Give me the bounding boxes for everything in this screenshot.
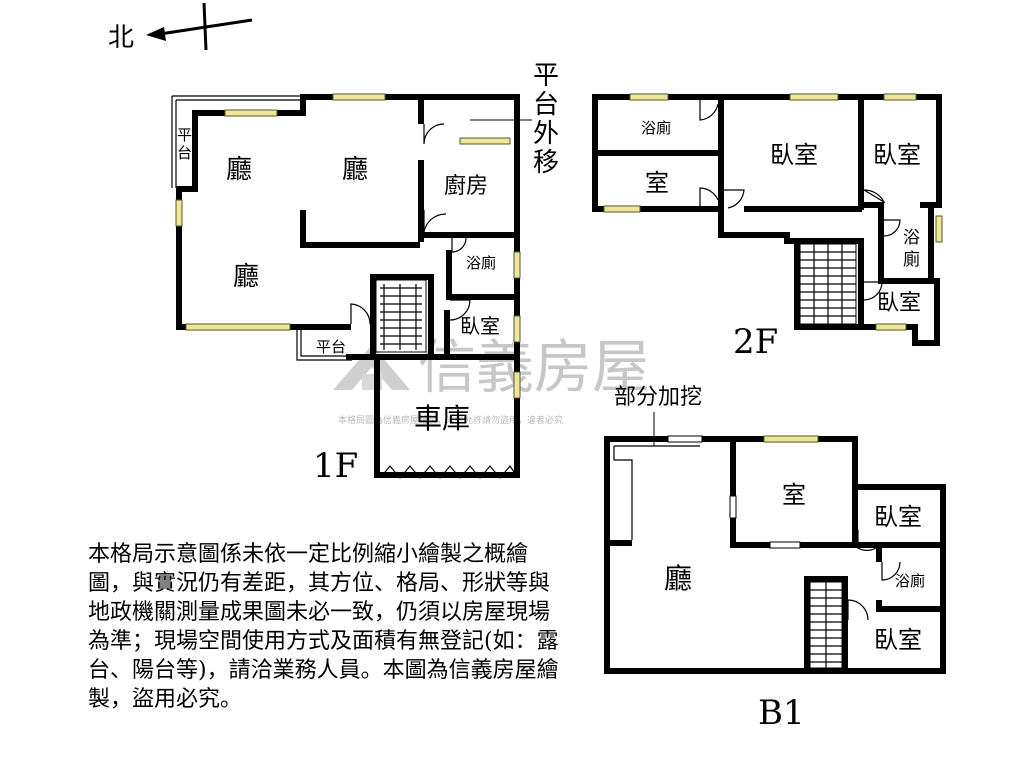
watermark-brand: 信義房屋	[418, 333, 650, 401]
annotation-platform-moved-char: 台	[533, 90, 559, 120]
door-kitchen	[423, 123, 445, 145]
room-living-nw: 廳	[226, 155, 252, 185]
room-2f-bedroom-center: 臥室	[770, 141, 818, 169]
door-platform-south	[350, 303, 371, 325]
north-label: 北	[108, 23, 134, 53]
annotation-platform-moved-char: 外	[533, 119, 559, 149]
window-1f-bed	[513, 315, 521, 343]
door-b1-bath	[881, 561, 901, 581]
door-2f-bath-e	[883, 219, 901, 237]
room-living-main: 廳	[233, 262, 259, 292]
door-b1-bedroom-ne	[857, 530, 877, 552]
window-2f-n2	[789, 93, 839, 101]
garage-folding-door	[379, 464, 515, 479]
window-2f-e	[935, 215, 943, 243]
window-2f-s1	[603, 205, 641, 213]
b1-door-room-top-s	[769, 541, 801, 549]
room-living-ne: 廳	[342, 155, 368, 185]
window-b1-n	[763, 435, 819, 443]
door-2f-bedroom-ne	[863, 189, 886, 204]
platform-west-label-char: 台	[177, 144, 192, 162]
north-arrow: 北	[108, 2, 253, 53]
room-2f-bedroom-ne: 臥室	[873, 141, 921, 169]
window-1f-w	[175, 199, 183, 227]
room-b1-room-top: 室	[782, 481, 806, 509]
window-1f-kitchen	[459, 137, 511, 145]
room-bedroom-1f: 臥室	[460, 314, 500, 338]
b1-sliding-panel	[667, 435, 703, 443]
window-1f-bath	[513, 251, 521, 279]
door-b1-bedroom-se	[847, 599, 869, 621]
stair-1f	[375, 279, 427, 353]
platform-south-label: 平台	[316, 338, 346, 356]
platform-west-label: 平台	[177, 126, 192, 162]
annotation-platform-moved-char: 平	[533, 61, 559, 91]
disclaimer-text: 本格局示意圖係未依一定比例縮小繪製之概繪圖，與實況仍有差距，其方位、格局、形狀等…	[88, 542, 559, 712]
window-2f-n3	[883, 93, 917, 101]
watermark: 信義房屋 本格局圖為信義房屋繪製，未經允許請勿盜用，違者必究	[333, 333, 650, 426]
door-bedroom-1f	[449, 299, 471, 321]
door-2f-bedroom-center	[724, 189, 745, 209]
room-bath-2f-e-char: 廁	[903, 249, 920, 270]
room-garage: 車庫	[414, 402, 470, 435]
room-b1-bedroom-ne: 臥室	[874, 503, 922, 531]
b1-excavation-outline	[613, 445, 700, 540]
door-2f-bath-nw	[699, 100, 719, 121]
floor-1f: 廳 廳 廳 廚房 浴廁 臥室 車庫 平台 1F	[171, 93, 532, 486]
window-2f-s2	[875, 323, 907, 331]
floor-1f-label: 1F	[313, 446, 358, 486]
window-1f-garage	[513, 371, 521, 399]
room-bath-1f: 浴廁	[466, 254, 496, 272]
platform-west-label-char: 平	[177, 126, 192, 144]
floor-2f: 浴廁 室 臥室 臥室 臥室 2F	[592, 93, 943, 362]
floor-b1-label: B1	[758, 693, 805, 733]
window-1f-s	[185, 323, 291, 331]
room-2f-bath-nw: 浴廁	[641, 119, 671, 137]
door-kitchen-lower	[423, 210, 447, 233]
room-kitchen: 廚房	[444, 174, 488, 199]
stair-b1	[809, 581, 843, 669]
room-2f-room-w: 室	[645, 169, 669, 197]
window-1f-n2	[224, 109, 278, 117]
annotation-platform-moved-char: 移	[533, 148, 559, 178]
annotation-partial-excavation: 部分加挖	[614, 385, 702, 410]
floor-b1: 部分加挖 室 廳 臥室 浴廁 臥室 B1	[604, 385, 946, 733]
room-bath-2f-e-char: 浴	[903, 228, 920, 248]
door-2f-bedroom-se	[863, 281, 883, 301]
platform-south-outline	[296, 328, 352, 361]
b1-door-room-top	[729, 495, 737, 519]
stair-2f	[799, 243, 857, 325]
door-2f-room-w	[699, 187, 719, 206]
room-b1-bedroom-se: 臥室	[874, 626, 922, 654]
window-1f-n1	[332, 93, 386, 101]
platform-west-outline	[171, 95, 300, 188]
watermark-notice: 本格局圖為信義房屋繪製，未經允許請勿盜用，違者必究	[338, 414, 563, 426]
floor-2f-label: 2F	[733, 322, 778, 362]
room-2f-bedroom-se: 臥室	[877, 291, 921, 316]
door-bath-1f	[451, 237, 467, 253]
room-bath-2f-e: 浴廁	[903, 228, 920, 270]
room-b1-bath: 浴廁	[895, 572, 925, 590]
window-2f-n1	[629, 93, 669, 101]
room-b1-living: 廳	[664, 562, 692, 595]
